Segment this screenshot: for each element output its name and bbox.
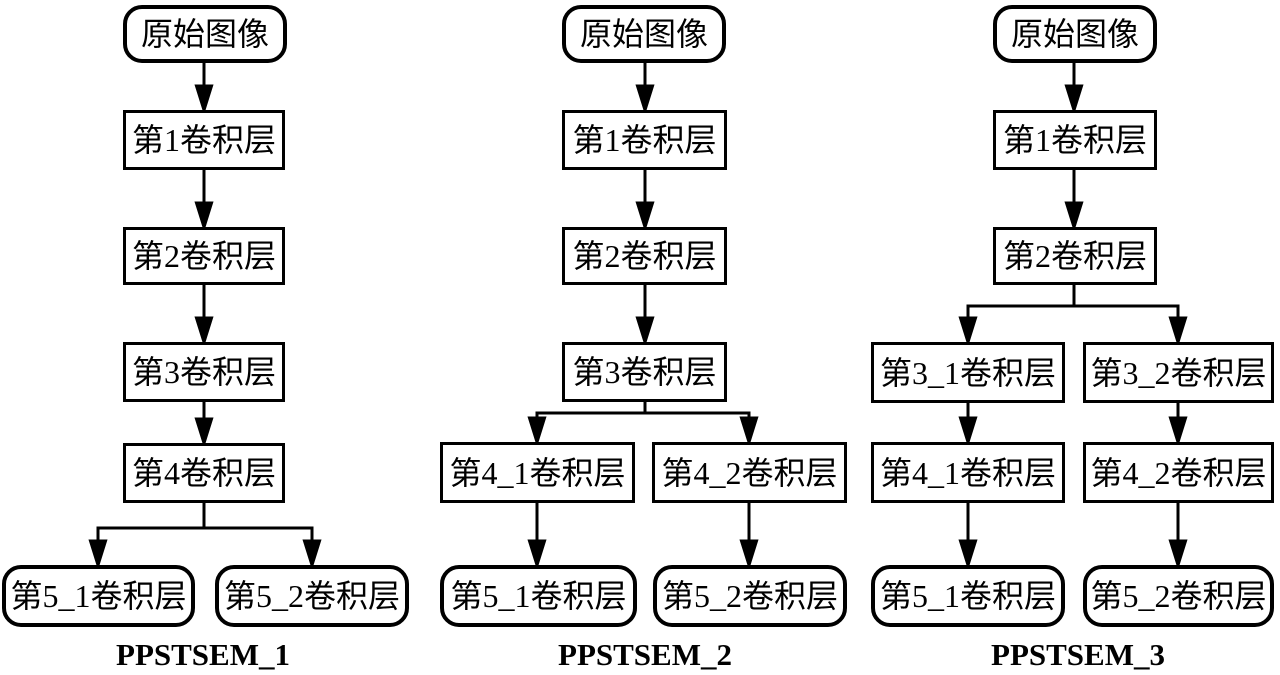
ppstsem3-caption: PPSTSEM_3 bbox=[991, 637, 1165, 672]
ppstsem3-node-conv3-1: 第3_1卷积层 bbox=[871, 342, 1065, 403]
ppstsem2-node-input: 原始图像 bbox=[562, 5, 726, 63]
ppstsem2-caption: PPSTSEM_2 bbox=[558, 637, 732, 672]
ppstsem3-node-input: 原始图像 bbox=[993, 5, 1157, 63]
ppstsem1-caption: PPSTSEM_1 bbox=[116, 637, 290, 672]
ppstsem3-node-conv3-2: 第3_2卷积层 bbox=[1083, 342, 1274, 403]
ppstsem1-node-input: 原始图像 bbox=[123, 5, 287, 63]
ppstsem1-arrows bbox=[88, 62, 322, 571]
ppstsem2-node-conv3: 第3卷积层 bbox=[562, 342, 727, 402]
ppstsem3-arrows bbox=[958, 62, 1188, 571]
ppstsem3-node-conv2: 第2卷积层 bbox=[993, 227, 1157, 285]
ppstsem1-node-conv2: 第2卷积层 bbox=[123, 227, 285, 285]
ppstsem2-node-conv5-2: 第5_2卷积层 bbox=[653, 565, 847, 627]
ppstsem2-node-conv4-1: 第4_1卷积层 bbox=[440, 442, 635, 503]
ppstsem2-node-conv4-2: 第4_2卷积层 bbox=[652, 442, 847, 503]
ppstsem1-node-conv5-2: 第5_2卷积层 bbox=[215, 565, 409, 627]
ppstsem1-node-conv5-1: 第5_1卷积层 bbox=[2, 565, 195, 627]
ppstsem1-node-conv4: 第4卷积层 bbox=[123, 443, 285, 503]
ppstsem1-node-conv3: 第3卷积层 bbox=[123, 342, 285, 402]
ppstsem3-node-conv4-1: 第4_1卷积层 bbox=[871, 442, 1065, 503]
ppstsem3-node-conv5-1: 第5_1卷积层 bbox=[871, 565, 1065, 627]
ppstsem3-node-conv5-2: 第5_2卷积层 bbox=[1083, 565, 1274, 627]
ppstsem3-node-conv1: 第1卷积层 bbox=[993, 110, 1157, 170]
ppstsem3-node-conv4-2: 第4_2卷积层 bbox=[1083, 442, 1274, 503]
ppstsem2-node-conv1: 第1卷积层 bbox=[562, 110, 727, 170]
ppstsem2-node-conv5-1: 第5_1卷积层 bbox=[440, 565, 637, 627]
ppstsem2-arrows bbox=[527, 62, 759, 571]
ppstsem1-node-conv1: 第1卷积层 bbox=[123, 110, 285, 170]
ppstsem2-node-conv2: 第2卷积层 bbox=[562, 227, 727, 285]
